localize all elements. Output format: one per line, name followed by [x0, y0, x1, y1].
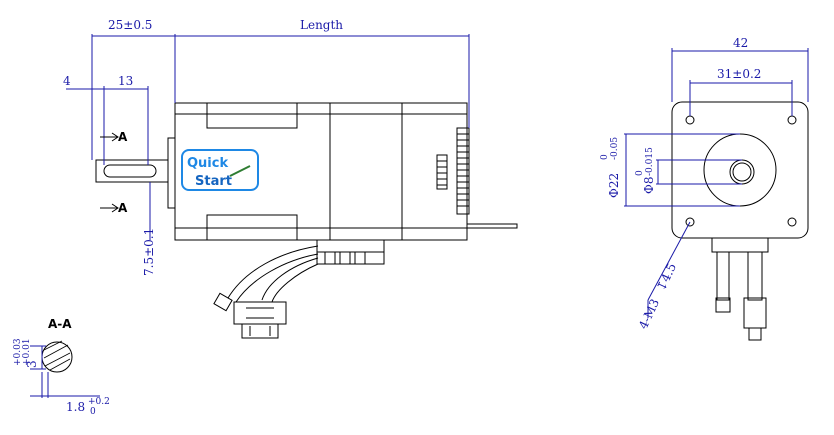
dim-shaft-diameter: Φ8 — [642, 177, 656, 194]
dim-section-flat-height-tol-lower: +0.01 — [22, 338, 32, 366]
shaft — [95, 159, 169, 183]
dim-mount-holes: 4-M3 — [636, 297, 662, 332]
section-marks: A A — [100, 130, 128, 215]
dim-section-flat-depth-tol-lower: 0 — [90, 407, 96, 417]
dim-hole-spacing: 31±0.2 — [717, 67, 761, 81]
logo-line1: Quick — [187, 156, 228, 171]
dim-shaft-length: 25±0.5 — [108, 18, 152, 32]
dim-flange-width: 42 — [733, 36, 748, 50]
dim-center-height: 7.5±0.1 — [142, 228, 156, 276]
dim-flat-length: 13 — [118, 74, 133, 88]
shaft-flat — [103, 164, 157, 178]
flange-square — [671, 101, 809, 239]
front-view: 42 31±0.2 Φ22 0 -0.05 Φ8 0 -0.015 4-M3 ↧… — [600, 36, 809, 341]
dim-section-flat-height: 3 — [25, 360, 39, 368]
dim-mount-hole-depth: ↧4.5 — [654, 261, 679, 293]
flange-plate — [167, 137, 176, 209]
dim-section-flat-height-tol-upper: +0.03 — [13, 338, 23, 366]
dim-shaft-offset: 4 — [63, 74, 71, 88]
side-dimensions: 25±0.5 Length 4 13 7.5±0.1 — [63, 18, 470, 276]
dsub-connector — [233, 301, 287, 339]
section-aa: A-A 3 +0.03 +0.01 1.8 +0.2 0 — [13, 317, 110, 417]
front-dimensions: 42 31±0.2 Φ22 0 -0.05 Φ8 0 -0.015 4-M3 ↧… — [600, 36, 809, 332]
dim-pilot-tol-upper: 0 — [600, 154, 610, 160]
front-connectors — [711, 237, 769, 341]
cable-gland — [316, 239, 385, 265]
side-view: Quick Start 25±0.5 Length 4 13 7.5±0.1 A — [63, 18, 518, 339]
dim-shaft-tol-lower: -0.015 — [645, 147, 655, 176]
pilot-circle — [703, 133, 777, 207]
shaft-circle — [729, 159, 755, 185]
section-mark-top: A — [118, 130, 128, 144]
quickstart-logo: Quick Start — [181, 149, 259, 191]
encoder-connector — [436, 127, 470, 215]
dim-section-flat-depth: 1.8 — [66, 400, 85, 414]
section-mark-bottom: A — [118, 201, 128, 215]
logo-line2: Start — [195, 174, 232, 189]
dim-pilot-tol-lower: -0.05 — [610, 137, 620, 160]
dim-body-length: Length — [300, 18, 343, 32]
dim-shaft-tol-upper: 0 — [635, 170, 645, 176]
cables — [213, 245, 319, 312]
section-title: A-A — [48, 317, 72, 331]
dim-section-flat-depth-tol-upper: +0.2 — [88, 397, 110, 407]
dim-pilot-diameter: Φ22 — [607, 173, 621, 198]
